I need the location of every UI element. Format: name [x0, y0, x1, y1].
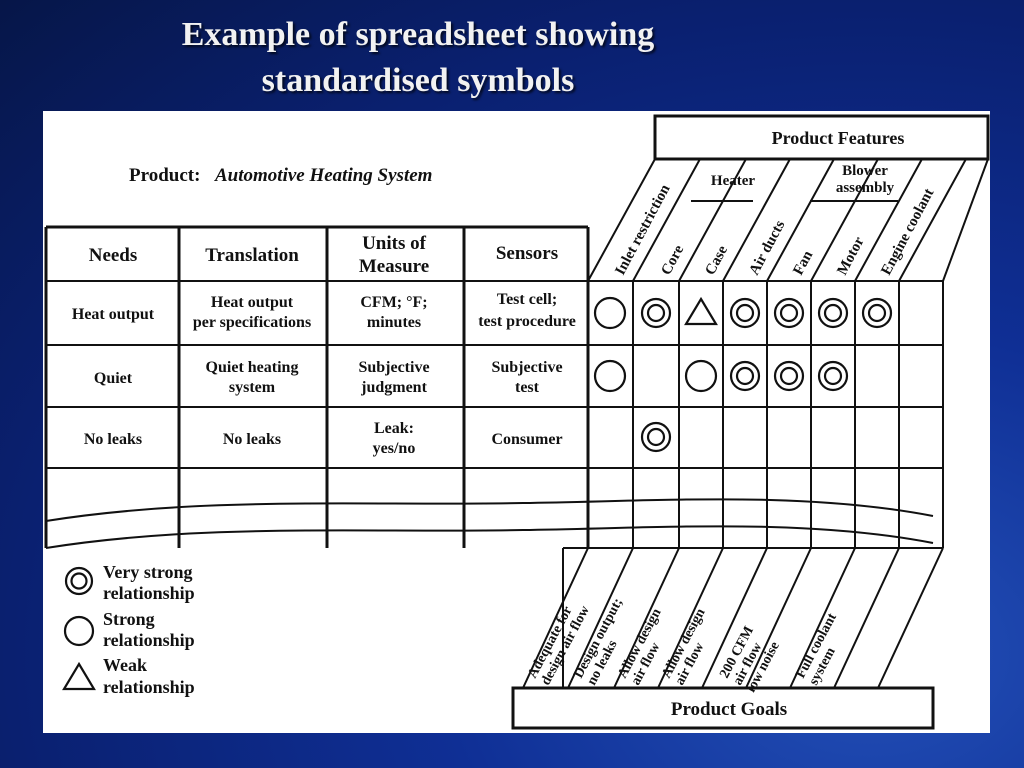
- feature-group-blower-line-1: Blower: [842, 163, 888, 179]
- legend-very-strong: Very strong relationship: [64, 562, 195, 603]
- very-strong-relationship-icon: [817, 297, 849, 329]
- column-header-translation: Translation: [205, 245, 299, 266]
- legend-weak-line-1: Weak: [103, 655, 147, 675]
- very-strong-relationship-icon: [773, 360, 805, 392]
- legend-weak-line-2: relationship: [103, 677, 195, 697]
- very-strong-relationship-icon: [729, 297, 761, 329]
- product-features-header: Product Features: [772, 128, 905, 148]
- product-label: Product:: [129, 165, 200, 186]
- relationship-symbols: [593, 296, 893, 453]
- row-translation-line-1: Heat output: [211, 294, 294, 311]
- legend-very-strong-line-1: Very strong: [103, 562, 193, 582]
- slide-title-line-1: Example of spreadsheet showing: [181, 16, 655, 53]
- row-units-line-1: Subjective: [358, 359, 429, 376]
- row-sensors-line-2: test: [515, 379, 540, 396]
- row-sensors-line-2: test procedure: [478, 313, 576, 330]
- weak-relationship-icon: [684, 296, 718, 326]
- row-units-line-1: CFM; °F;: [360, 294, 427, 311]
- legend-strong-line-2: relationship: [103, 630, 195, 650]
- product-name: Automotive Heating System: [214, 165, 432, 186]
- feature-group-heater: Heater: [711, 173, 755, 189]
- legend-strong: Strong relationship: [63, 609, 195, 650]
- table-row: Quiet Quiet heating system Subjective ju…: [94, 359, 563, 396]
- row-units-line-2: judgment: [360, 379, 427, 396]
- feature-group-blower-line-2: assembly: [836, 180, 895, 196]
- weak-relationship-icon: [62, 661, 96, 691]
- row-need: No leaks: [84, 431, 142, 448]
- row-translation: No leaks: [223, 431, 281, 448]
- legend-weak: Weak relationship: [62, 655, 195, 697]
- goal-label: Allow design air flow: [659, 606, 708, 688]
- row-translation-line-2: per specifications: [193, 314, 311, 331]
- row-sensors-line-1: Test cell;: [497, 291, 557, 308]
- row-units-line-2: yes/no: [373, 440, 416, 457]
- strong-relationship-icon: [593, 296, 627, 330]
- row-translation-line-2: system: [229, 379, 276, 396]
- row-sensors: Consumer: [491, 431, 562, 448]
- left-table-grid: [44, 225, 590, 548]
- column-header-needs: Needs: [89, 245, 138, 266]
- spreadsheet-figure: Product: Automotive Heating System Needs…: [43, 111, 990, 733]
- feature-label-fan: Fan: [790, 248, 816, 278]
- very-strong-relationship-icon: [773, 297, 805, 329]
- very-strong-relationship-icon: [640, 297, 672, 329]
- very-strong-relationship-icon: [861, 297, 893, 329]
- legend-very-strong-line-2: relationship: [103, 583, 195, 603]
- column-header-units-line-2: Measure: [359, 256, 429, 277]
- very-strong-relationship-icon: [640, 421, 672, 453]
- strong-relationship-icon: [593, 359, 627, 393]
- table-break-band: [45, 498, 934, 549]
- strong-relationship-icon: [63, 615, 95, 647]
- spreadsheet-svg: Product: Automotive Heating System Needs…: [44, 114, 990, 730]
- goal-label: Full coolant system: [793, 611, 840, 688]
- row-units-line-1: Leak:: [374, 420, 414, 437]
- row-need: Heat output: [72, 306, 155, 323]
- feature-label-motor: Motor: [834, 234, 867, 278]
- slide-title: Example of spreadsheet showing standardi…: [108, 12, 728, 104]
- table-row: No leaks No leaks Leak: yes/no Consumer: [84, 420, 563, 457]
- relationship-matrix-grid: [588, 280, 944, 548]
- table-row: Heat output Heat output per specificatio…: [72, 291, 576, 331]
- row-need: Quiet: [94, 370, 133, 387]
- column-header-sensors: Sensors: [496, 243, 558, 264]
- strong-relationship-icon: [684, 359, 718, 393]
- row-units-line-2: minutes: [367, 314, 421, 331]
- product-features-header-frame: [587, 114, 990, 282]
- very-strong-relationship-icon: [817, 360, 849, 392]
- very-strong-relationship-icon-inner: [70, 572, 88, 590]
- very-strong-relationship-icon: [729, 360, 761, 392]
- legend-strong-line-1: Strong: [103, 609, 155, 629]
- product-goals-frame: [511, 547, 944, 730]
- row-translation-line-1: Quiet heating: [206, 359, 299, 376]
- legend: Very strong relationship Strong relation…: [62, 562, 195, 697]
- row-sensors-line-1: Subjective: [491, 359, 562, 376]
- slide-title-line-2: standardised symbols: [261, 62, 575, 99]
- column-header-units-line-1: Units of: [362, 233, 427, 254]
- product-goals-header: Product Goals: [671, 699, 787, 720]
- very-strong-relationship-icon: [64, 566, 94, 596]
